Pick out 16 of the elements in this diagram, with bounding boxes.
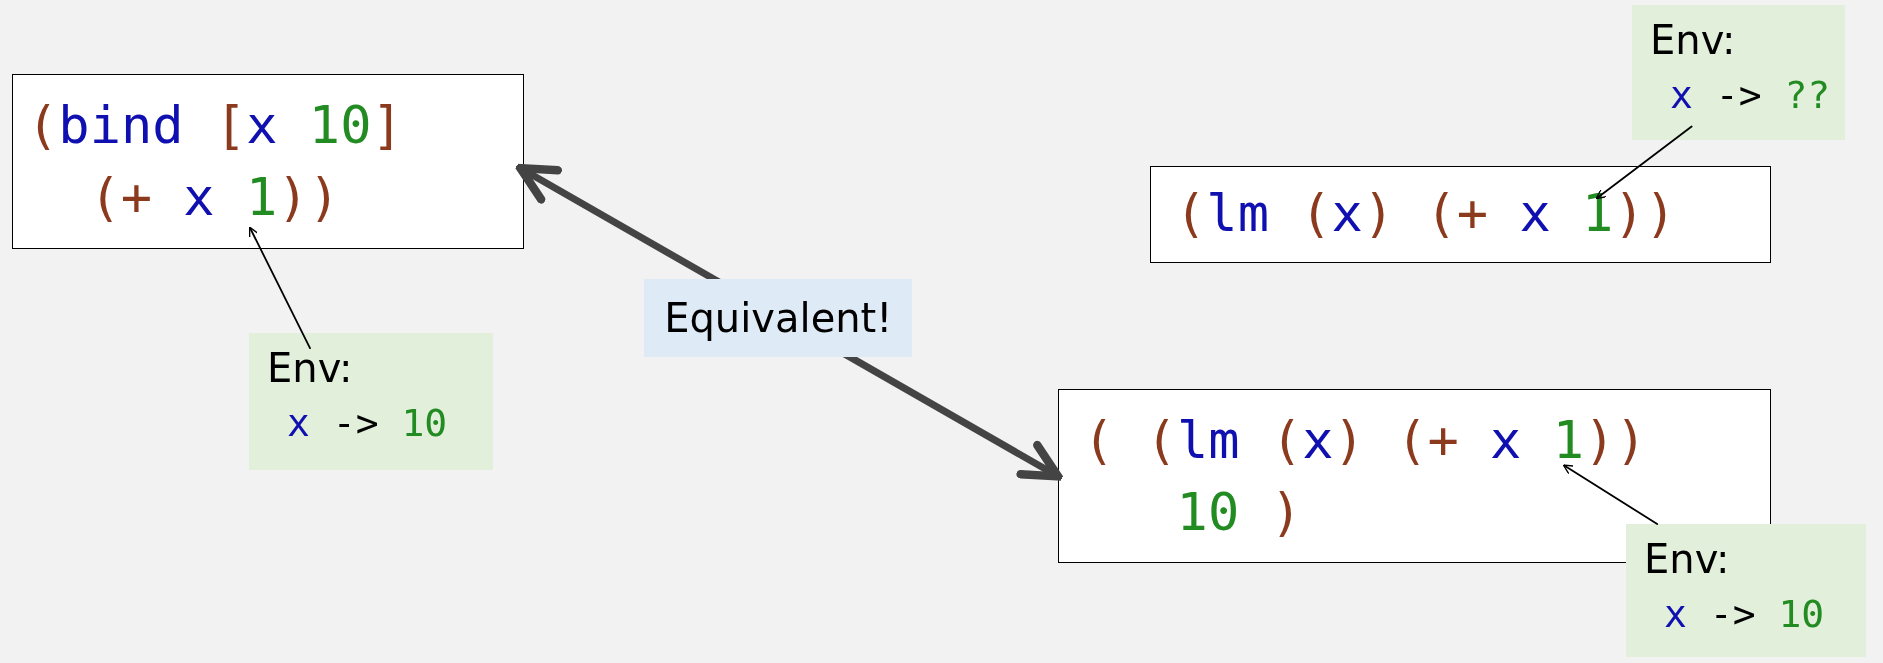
- note-heading: Env:: [267, 345, 353, 391]
- leader-arrow: [249, 226, 311, 349]
- code-text: x -> 10: [1664, 592, 1825, 636]
- note-box: [249, 333, 493, 470]
- note-box: [1626, 524, 1866, 657]
- code-box: [1150, 166, 1771, 263]
- code-box: [12, 74, 524, 249]
- edge-label: Equivalent!: [644, 279, 913, 358]
- code-text: (bind [x 10] (+ x 1)): [27, 94, 404, 229]
- code-text: (lm (x) (+ x 1)): [1175, 182, 1677, 245]
- leader-arrow: [1562, 464, 1659, 525]
- leader-arrow: [1595, 125, 1693, 200]
- note-heading: Env:: [1650, 17, 1736, 63]
- code-text: x -> ??: [1670, 73, 1831, 117]
- code-text: x -> 10: [287, 401, 448, 445]
- note-box: [1632, 5, 1845, 140]
